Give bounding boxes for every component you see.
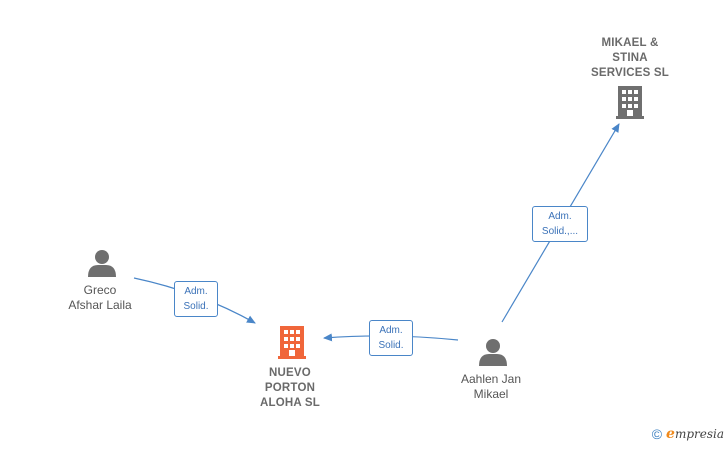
- node-label-mikael-stina[interactable]: MIKAEL & STINA SERVICES SL: [580, 36, 680, 81]
- edge-label-aahlen-to-nuevo[interactable]: Adm. Solid.: [369, 320, 413, 356]
- label-line: Adm.: [548, 211, 572, 222]
- brand-logo: empresia: [666, 426, 724, 442]
- label-line: Solid.: [378, 340, 404, 351]
- label-line: MIKAEL &: [601, 37, 659, 49]
- edge-label-aahlen-to-mikael[interactable]: Adm. Solid.,...: [532, 206, 588, 242]
- building-icon-highlight[interactable]: [278, 326, 306, 359]
- building-icon[interactable]: [616, 86, 644, 119]
- label-line: Adm.: [184, 286, 208, 297]
- label-line: Solid.,...: [541, 226, 579, 237]
- label-line: Solid.: [183, 301, 209, 312]
- label-line: PORTON: [264, 382, 316, 394]
- label-line: Adm.: [379, 325, 403, 336]
- label-line: Afshar Laila: [68, 298, 132, 312]
- label-line: ALOHA SL: [260, 397, 320, 409]
- person-icon[interactable]: [88, 250, 116, 277]
- label-line: Mikael: [473, 387, 509, 401]
- label-line: NUEVO: [269, 367, 311, 379]
- footer-brand: © empresia: [652, 426, 724, 442]
- copyright-symbol: ©: [651, 426, 663, 442]
- person-icon[interactable]: [479, 339, 507, 366]
- label-line: SERVICES SL: [590, 67, 670, 79]
- node-label-nuevo-porton[interactable]: NUEVO PORTON ALOHA SL: [240, 366, 340, 411]
- edge-label-greco-to-nuevo[interactable]: Adm. Solid.: [174, 281, 218, 317]
- label-line: STINA: [612, 52, 648, 64]
- label-line: Greco: [83, 283, 117, 297]
- label-line: Aahlen Jan: [460, 372, 522, 386]
